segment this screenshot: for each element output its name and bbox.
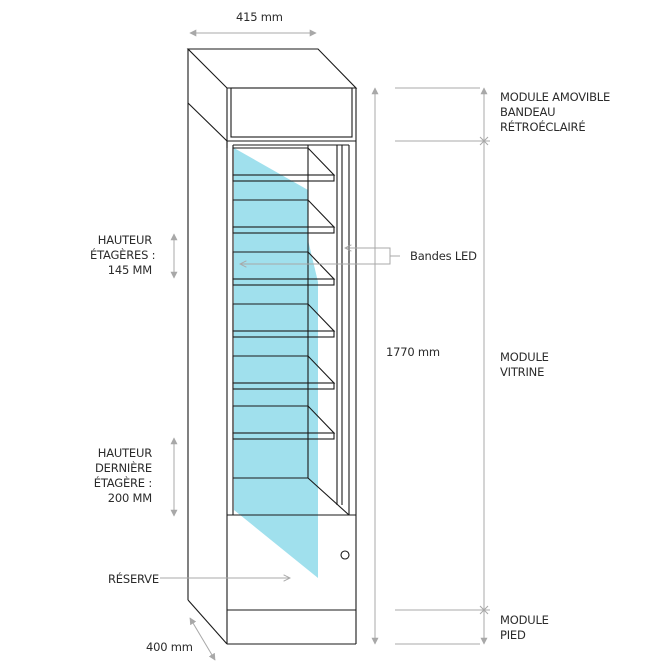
shelf-2 (232, 199, 336, 234)
shelf-1 (232, 147, 336, 182)
shelf-6 (232, 405, 336, 440)
depth-dimension-label: 400 mm (146, 640, 193, 654)
led-pointer-line-2 (240, 256, 391, 264)
shelf-3 (232, 251, 336, 286)
width-dimension-label: 415 mm (236, 10, 283, 24)
module-header-label-line-2: BANDEAU (500, 105, 556, 119)
glass-highlight (234, 148, 318, 578)
shelf-height-label-line-3: 145 MM (107, 263, 152, 277)
module-header-label: MODULE AMOVIBLE BANDEAU RÉTROÉCLAIRÉ (500, 90, 610, 135)
last-shelf-height-label-line-4: 200 MM (107, 491, 152, 505)
module-header-label-line-3: RÉTROÉCLAIRÉ (500, 120, 586, 134)
last-shelf-height-label-line-3: ÉTAGÈRE : (93, 476, 152, 490)
height-dimension-label: 1770 mm (386, 345, 440, 359)
shelf-height-label-line-2: ÉTAGÈRES : (90, 248, 156, 262)
shelves (232, 147, 336, 440)
shelf-5 (232, 355, 336, 390)
module-showcase-label: MODULE VITRINE (500, 350, 549, 380)
dimension-lines (160, 29, 490, 661)
last-shelf-height-label-line-2: DERNIÈRE (94, 461, 152, 475)
reserve-label: RÉSERVE (108, 572, 159, 586)
led-pointer-line (345, 248, 400, 257)
module-showcase-label-line-2: VITRINE (500, 365, 545, 379)
module-base-label-line-1: MODULE (500, 613, 549, 627)
shelf-4 (232, 303, 336, 338)
module-showcase-label-line-1: MODULE (500, 350, 549, 364)
last-shelf-height-label: HAUTEUR DERNIÈRE ÉTAGÈRE : 200 MM (90, 446, 152, 506)
module-header-label-line-1: MODULE AMOVIBLE (500, 90, 611, 104)
module-base-label: MODULE PIED (500, 613, 549, 643)
led-strips-label: Bandes LED (410, 249, 477, 263)
shelf-height-label: HAUTEUR ÉTAGÈRES : 145 MM (90, 233, 156, 278)
depth-dimension-line (189, 617, 216, 661)
module-base-label-line-2: PIED (500, 628, 526, 642)
shelf-height-label-line-1: HAUTEUR (97, 233, 152, 247)
last-shelf-height-label-line-1: HAUTEUR (97, 446, 152, 460)
